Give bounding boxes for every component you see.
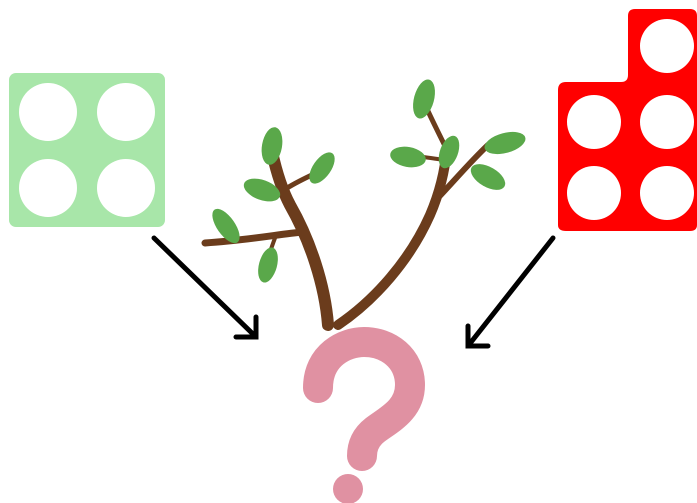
four-hole-square-icon (9, 73, 165, 227)
leaf (261, 127, 283, 165)
right-piece-hole (640, 95, 694, 149)
leaf (309, 152, 335, 184)
leaf (484, 131, 526, 155)
leaf (470, 164, 506, 190)
left-piece-hole (19, 83, 77, 141)
tree-leaves (212, 79, 526, 283)
left-piece-hole (19, 159, 77, 217)
right-arrow (465, 235, 556, 349)
right-piece-hole (567, 166, 621, 220)
right-piece-hole (640, 19, 694, 73)
leaf (258, 247, 278, 283)
left-piece-hole (97, 83, 155, 141)
forked-branch-icon (201, 79, 526, 331)
right-piece-hole (567, 95, 621, 149)
leaf (390, 146, 426, 168)
left-arrow (151, 235, 259, 340)
leaf (413, 79, 435, 119)
left-piece-hole (97, 159, 155, 217)
question-mark-hook (303, 326, 426, 471)
right-piece-hole (640, 166, 694, 220)
leaf (243, 178, 281, 202)
tree-branches (201, 97, 491, 331)
question-mark-icon (303, 326, 426, 503)
five-hole-block-icon (558, 9, 697, 231)
leaf (438, 135, 460, 169)
leaf (212, 208, 240, 244)
question-mark-dot (333, 474, 363, 503)
